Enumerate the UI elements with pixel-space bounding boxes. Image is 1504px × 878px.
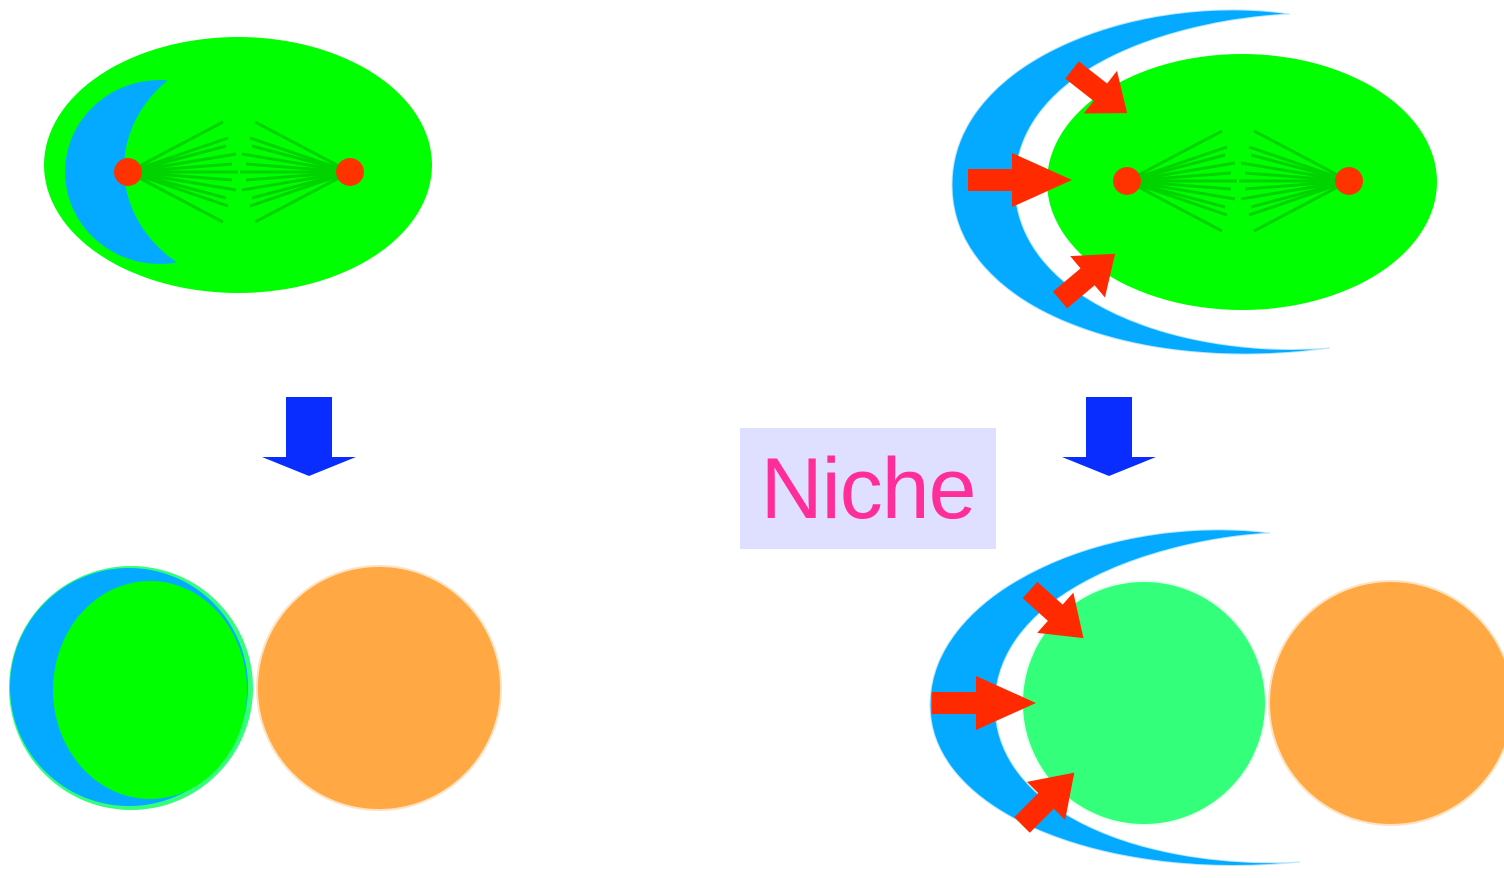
- signal-arrow-upper: [1022, 581, 1084, 639]
- centrosome-left: [1113, 167, 1141, 195]
- signal-arrow-middle: [968, 153, 1072, 207]
- niche-crescent: [929, 529, 1301, 866]
- division-arrow-left: [262, 397, 356, 476]
- daughters-niche: [929, 529, 1504, 866]
- dividing-cell-niche: [951, 9, 1437, 355]
- daughter-differentiated: [256, 565, 502, 811]
- signal-arrow-upper: [1065, 61, 1128, 114]
- daughter-differentiated: [1268, 580, 1504, 826]
- centrosome-left: [114, 158, 142, 186]
- niche-crescent: [951, 9, 1331, 355]
- centrosome-right: [336, 158, 364, 186]
- niche-label-text: Niche: [760, 440, 977, 537]
- signal-arrow-middle: [932, 676, 1036, 730]
- signal-arrow-lower: [1014, 772, 1075, 833]
- niche-label: Niche: [740, 428, 996, 549]
- daughters-left: [9, 565, 502, 811]
- division-arrow-right: [1062, 397, 1156, 476]
- centrosome-right: [1335, 167, 1363, 195]
- signal-arrow-lower: [1052, 253, 1116, 309]
- dividing-cell-left: [44, 37, 432, 293]
